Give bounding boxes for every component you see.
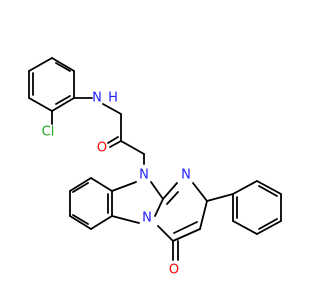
molecule-drawing: Cl N H O N N N O bbox=[28, 57, 282, 278]
chlorophenyl-ring bbox=[28, 57, 75, 112]
imidazole-ring bbox=[111, 181, 164, 224]
amide-oxygen-label: O bbox=[97, 141, 107, 156]
ring-nitrogen-label: N bbox=[139, 168, 149, 183]
fused-benzene-ring bbox=[69, 177, 113, 230]
chlorine-label: Cl bbox=[42, 125, 55, 140]
pyrimidine-nitrogen-label: N bbox=[181, 168, 191, 183]
pyrimidinone-ring bbox=[157, 182, 208, 261]
molecule-structure-diagram: Cl N H O N N N O bbox=[28, 57, 282, 278]
ketone-oxygen-label: O bbox=[169, 263, 179, 278]
amide-group bbox=[102, 103, 145, 165]
amine-hydrogen-label: H bbox=[108, 91, 118, 106]
amine-nitrogen-label: N bbox=[92, 91, 102, 106]
phenyl-ring bbox=[206, 180, 282, 235]
bridge-nitrogen-label: N bbox=[142, 211, 152, 226]
